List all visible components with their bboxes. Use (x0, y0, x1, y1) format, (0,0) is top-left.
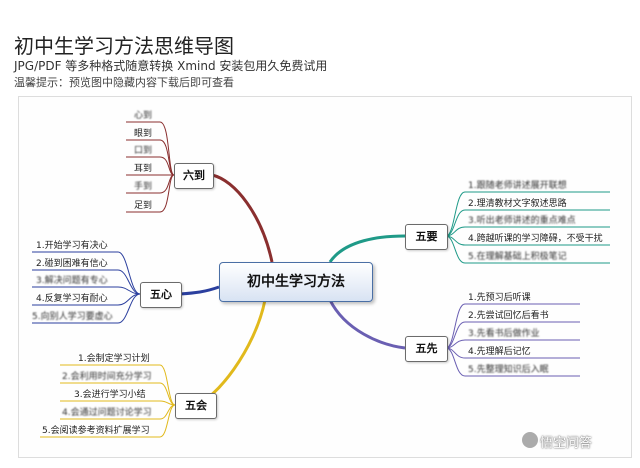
leaf-wuhui-5: 5.会阅读参考资料扩展学习 (42, 426, 150, 436)
leaf-wuxian-3: 3.先看书后做作业 (468, 329, 540, 339)
leaf-wuyao-3: 3.听出老师讲述的重点难点 (468, 216, 576, 226)
brand-logo-icon (522, 432, 538, 448)
leaf-wuhui-1: 1.会制定学习计划 (78, 354, 150, 364)
leaf-wuhui-4: 4.会通过问题讨论学习 (62, 408, 152, 418)
branch-wuxin[interactable]: 五心 (140, 282, 182, 308)
leaf-wuyao-5: 5.在理解基础上积极笔记 (468, 252, 567, 262)
leaf-liudao-3: 口到 (134, 146, 153, 156)
leaf-wuxian-5: 5.先整理知识后入眠 (468, 365, 549, 375)
leaf-wuxian-4: 4.先理解后记忆 (468, 347, 531, 357)
leaf-liudao-4: 耳到 (134, 164, 153, 174)
leaf-wuxin-1: 1.开始学习有决心 (36, 241, 108, 251)
leaf-wuyao-1: 1.跟随老师讲述展开联想 (468, 181, 567, 191)
leaf-liudao-1: 心到 (134, 111, 153, 121)
leaf-wuxian-2: 2.先尝试回忆后看书 (468, 311, 549, 321)
branch-wuyao[interactable]: 五要 (405, 224, 448, 250)
leaf-wuyao-2: 2.理清教材文字叙述思路 (468, 199, 567, 209)
branch-line-wuxin (179, 285, 220, 296)
branch-line-wuxian (328, 299, 406, 350)
leaf-liudao-2: 眼到 (134, 129, 153, 139)
branch-line-liudao (211, 173, 274, 263)
leaf-wuxin-2: 2.碰到困难有信心 (36, 259, 108, 269)
center-topic[interactable]: 初中生学习方法 (219, 262, 373, 302)
branch-liudao[interactable]: 六到 (174, 163, 214, 189)
leaf-liudao-5: 手到 (134, 182, 153, 192)
subtitle: JPG/PDF 等多种格式随意转换 Xmind 安装包用久免费试用 (14, 59, 328, 73)
branch-wuhui[interactable]: 五会 (175, 393, 217, 419)
branch-wuxian[interactable]: 五先 (405, 336, 448, 362)
leaf-wuhui-2: 2.会利用时间充分学习 (62, 372, 152, 382)
leaf-wuhui-3: 3.会进行学习小结 (74, 390, 146, 400)
page-title: 初中生学习方法思维导图 (14, 34, 234, 58)
leaf-wuyao-4: 4.跨越听课的学习障碍，不受干扰 (468, 234, 603, 244)
leaf-wuxin-4: 4.反复学习有耐心 (36, 294, 108, 304)
leaf-wuxin-5: 5.向别人学习要虚心 (32, 312, 113, 322)
branch-line-wuhui (194, 299, 267, 407)
branch-line-wuyao (328, 234, 406, 263)
leaf-wuxin-3: 3.解决问题有专心 (36, 276, 108, 286)
leaf-wuxian-1: 1.先预习后听课 (468, 293, 531, 303)
leaf-liudao-6: 足到 (134, 201, 153, 211)
brand-watermark: 悟空问答 (540, 436, 593, 451)
tip-note: 温馨提示：预览图中隐藏内容下载后即可查看 (14, 76, 234, 89)
